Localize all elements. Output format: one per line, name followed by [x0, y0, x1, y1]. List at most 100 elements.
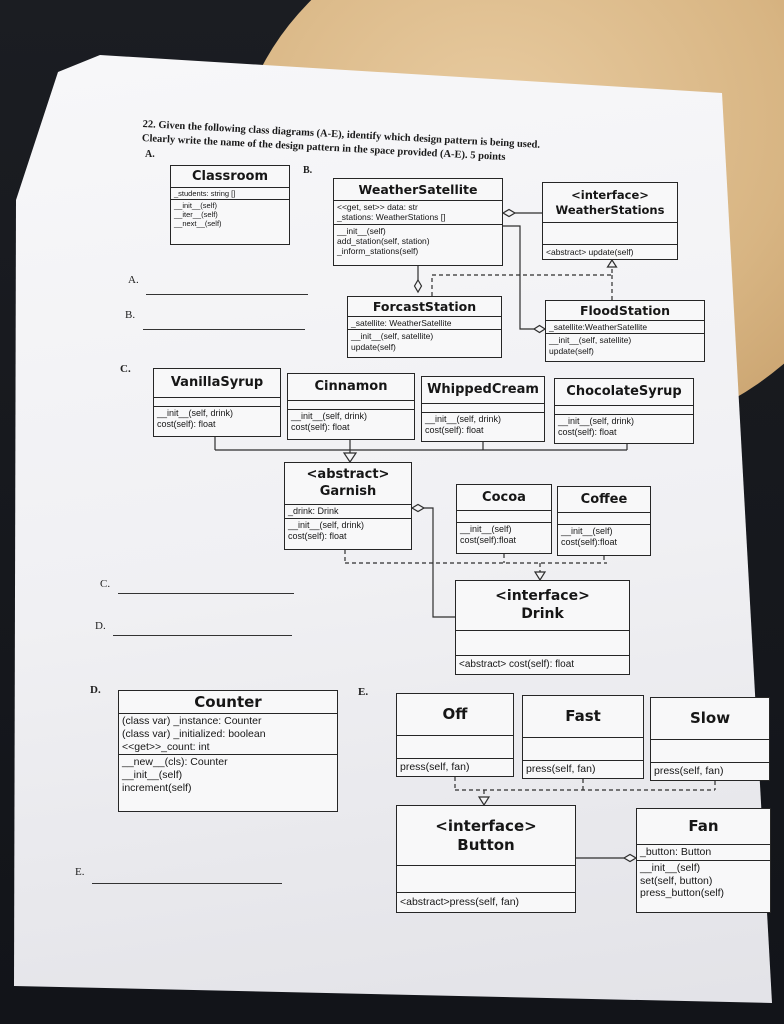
methods-section: __init__(self) __iter__(self) __next__(s…	[171, 200, 289, 244]
class-title: ChocolateSyrup	[555, 379, 693, 406]
attributes-section	[422, 404, 544, 413]
class-box-forcast-station: ForcastStation _satellite: WeatherSatell…	[347, 296, 502, 358]
method: press_button(self)	[640, 887, 725, 900]
answer-line-e	[92, 883, 282, 884]
class-title: Button	[457, 835, 515, 854]
method: <abstract> update(self)	[546, 246, 634, 257]
realization-line	[431, 267, 613, 296]
attribute: _satellite: WeatherSatellite	[351, 318, 452, 328]
aggregation-diamond	[532, 324, 547, 334]
interface-box-weather-stations: <interface> WeatherStations <abstract> u…	[542, 182, 678, 260]
attributes-section	[543, 223, 677, 245]
class-title: ForcastStation	[348, 297, 501, 317]
method: __init__(self, drink)	[558, 416, 635, 426]
class-title: WhippedCream	[422, 377, 544, 404]
class-title: Counter	[119, 691, 337, 714]
method: update(self)	[351, 341, 396, 352]
method: __init__(self, drink)	[288, 519, 365, 530]
method: __init__(self)	[640, 861, 701, 874]
methods-section: <abstract> update(self)	[543, 245, 677, 259]
answer-label-a: A.	[128, 274, 139, 286]
class-box-classroom: Classroom _students: string [] __init__(…	[170, 165, 290, 245]
attributes-section	[555, 406, 693, 415]
answer-line-c	[118, 593, 294, 594]
methods-section: __init__(self) cost(self):float	[558, 525, 650, 555]
method: update(self)	[549, 345, 594, 356]
class-title: Fast	[523, 696, 643, 738]
method: _inform_stations(self)	[337, 246, 419, 257]
class-box-slow: Slow press(self, fan)	[650, 697, 770, 781]
attribute: <<get>>_count: int	[122, 740, 210, 753]
class-title: VanillaSyrup	[154, 369, 280, 398]
class-title: FloodStation	[546, 301, 704, 321]
attributes-section: _drink: Drink	[285, 505, 411, 519]
aggregation-diamond	[501, 208, 517, 218]
methods-section: __init__(self) add_station(self, station…	[334, 225, 502, 265]
class-title: Fan	[637, 809, 770, 845]
attributes-section: _button: Button	[637, 845, 770, 861]
method: __init__(self)	[460, 524, 512, 534]
diagram-b-connectors	[413, 208, 618, 334]
method: <abstract>press(self, fan)	[400, 896, 520, 909]
attributes-section: _satellite: WeatherSatellite	[348, 317, 501, 331]
attributes-section	[397, 736, 513, 760]
interface-box-drink: <interface> Drink <abstract> cost(self):…	[455, 580, 630, 675]
class-box-cinnamon: Cinnamon __init__(self, drink) cost(self…	[287, 373, 415, 440]
methods-section: __init__(self) set(self, button) press_b…	[637, 861, 770, 912]
attributes-section: (class var) _instance: Counter (class va…	[119, 714, 337, 756]
class-title: Coffee	[558, 487, 650, 513]
methods-section: press(self, fan)	[397, 759, 513, 776]
class-box-coffee: Coffee __init__(self) cost(self):float	[557, 486, 651, 556]
answer-label-e: E.	[75, 866, 85, 878]
class-box-flood-station: FloodStation _satellite:WeatherSatellite…	[545, 300, 705, 362]
class-box-chocolate-syrup: ChocolateSyrup __init__(self, drink) cos…	[554, 378, 694, 444]
class-title: Cocoa	[457, 485, 551, 511]
class-title: Drink	[521, 605, 564, 622]
answer-line-a	[146, 294, 308, 295]
diagram-e-connectors	[454, 777, 716, 863]
methods-section: press(self, fan)	[651, 763, 769, 780]
method: cost(self): float	[288, 530, 347, 541]
class-box-weather-satellite: WeatherSatellite <<get, set>> data: str …	[333, 178, 503, 266]
attributes-section: _students: string []	[171, 188, 289, 201]
class-title: Slow	[651, 698, 769, 740]
aggregation-diamond	[413, 278, 423, 294]
methods-section: __init__(self) cost(self):float	[457, 523, 551, 553]
methods-section: __new__(cls): Counter __init__(self) inc…	[119, 755, 337, 811]
method: __iter__(self)	[174, 210, 218, 220]
method: cost(self): float	[558, 426, 617, 437]
stereotype: <interface>	[435, 816, 537, 835]
method: increment(self)	[122, 781, 192, 794]
methods-section: <abstract> cost(self): float	[456, 656, 629, 674]
attributes-section	[558, 513, 650, 525]
aggregation-diamond	[410, 503, 426, 513]
aggregation-diamond	[622, 853, 638, 863]
method: __init__(self, satellite)	[351, 331, 434, 342]
attributes-section	[288, 401, 414, 410]
answer-label-b: B.	[125, 309, 136, 321]
method: cost(self): float	[291, 421, 350, 432]
answer-label-d: D.	[95, 620, 106, 632]
answer-line-b	[143, 329, 305, 330]
method: press(self, fan)	[654, 765, 724, 778]
class-title: Classroom	[171, 166, 289, 188]
attribute: (class var) _initialized: boolean	[122, 727, 266, 740]
class-box-fast: Fast press(self, fan)	[522, 695, 644, 779]
class-header: <interface> Button	[397, 806, 575, 866]
method: press(self, fan)	[526, 763, 596, 776]
class-title: Cinnamon	[288, 374, 414, 401]
class-box-cocoa: Cocoa __init__(self) cost(self):float	[456, 484, 552, 554]
attribute: <<get, set>> data: str	[337, 202, 418, 212]
method: press(self, fan)	[400, 761, 470, 774]
methods-section: press(self, fan)	[523, 761, 643, 778]
methods-section: __init__(self, drink) cost(self): float	[555, 415, 693, 443]
method: __init__(self, drink)	[157, 408, 234, 418]
interface-box-button: <interface> Button <abstract>press(self,…	[396, 805, 576, 913]
answer-label-c: C.	[100, 578, 111, 590]
class-header: <interface> WeatherStations	[543, 183, 677, 223]
method: __init__(self)	[561, 526, 613, 536]
attributes-section	[457, 511, 551, 523]
attribute: _students: string []	[174, 189, 236, 198]
attributes-section	[523, 738, 643, 762]
